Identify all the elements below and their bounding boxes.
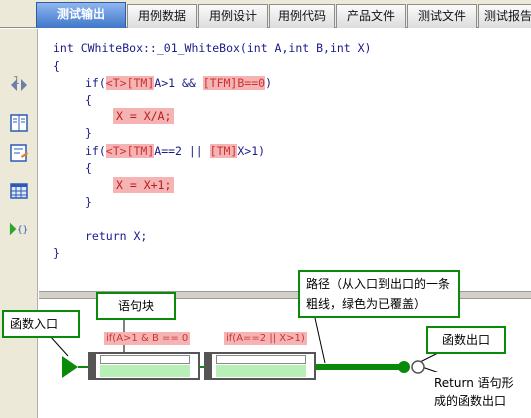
tab-test-files[interactable]: 测试文件 [407, 4, 477, 28]
svg-text:{}: {} [17, 226, 28, 236]
callout-line [314, 317, 326, 364]
tab-product-files[interactable]: 产品文件 [336, 4, 406, 28]
split-arrows-icon[interactable] [9, 75, 29, 95]
pane-splitter[interactable] [39, 291, 531, 299]
exit-callout: 函数出口 [426, 326, 506, 354]
code-if2: if(<T>[TM]A==2 || [TM]X>1) [85, 144, 266, 158]
code-editor[interactable]: int CWhiteBox::_01_WhiteBox(int A,int B,… [39, 29, 531, 291]
block-callout: 语句块 [96, 292, 176, 320]
statement-block-2[interactable] [204, 352, 316, 380]
table-icon[interactable] [9, 181, 29, 201]
return-exit-callout: Return 语句形成的函数出口 [428, 372, 528, 412]
tab-case-design[interactable]: 用例设计 [198, 4, 268, 28]
tab-test-report[interactable]: 测试报告 [478, 4, 531, 28]
left-toolbar: 1 [0, 29, 38, 418]
code-braces-icon[interactable]: {} [9, 219, 29, 239]
code-statement: X = X+1; [113, 177, 175, 193]
code-brace: { [85, 93, 92, 107]
edit-document-icon[interactable] [9, 143, 29, 163]
tab-test-output[interactable]: 测试输出 [36, 2, 126, 28]
entry-triangle [62, 356, 78, 378]
code-signature: int CWhiteBox::_01_WhiteBox(int A,int B,… [53, 41, 372, 55]
tab-bar: 测试输出 用例数据 用例设计 用例代码 产品文件 测试文件 测试报告 [0, 0, 531, 28]
block-condition: if(A==2 || X>1) [224, 332, 307, 345]
document-columns-icon[interactable] [9, 113, 29, 133]
code-brace: } [53, 246, 60, 260]
statement-block-1[interactable] [88, 352, 200, 380]
return-exit-node[interactable] [411, 360, 425, 374]
path-callout: 路径（从入口到出口的一条粗线，绿色为已覆盖） [298, 270, 460, 318]
code-brace: } [85, 126, 92, 140]
callout-line [49, 335, 69, 357]
code-brace: { [85, 161, 92, 175]
code-brace: { [53, 59, 60, 73]
code-brace: } [85, 195, 92, 209]
tab-case-code[interactable]: 用例代码 [269, 4, 335, 28]
block-condition: if(A>1 & B == 0 [104, 332, 191, 345]
exit-node[interactable] [398, 361, 410, 373]
entry-callout: 函数入口 [2, 310, 80, 338]
code-return: return X; [85, 229, 148, 243]
code-statement: X = X/A; [113, 108, 175, 124]
tab-case-data[interactable]: 用例数据 [127, 4, 197, 28]
code-if1: if(<T>[TM]A>1 && [TFM]B==0) [85, 76, 272, 90]
